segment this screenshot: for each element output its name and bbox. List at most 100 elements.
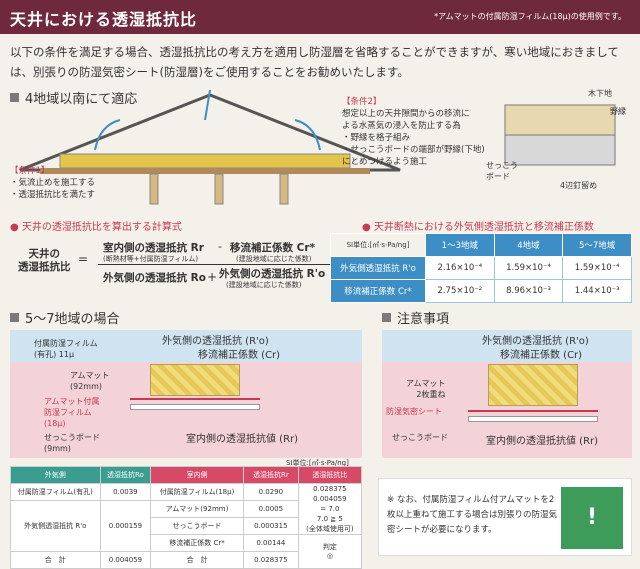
table2-cell: 付属防湿フィルム(18μ) — [150, 483, 244, 501]
board-layer — [130, 404, 260, 410]
notice-text: ※ なお、付属防湿フィルム付アムマットを2枚以上重ねて施工する場合は別張りの防湿… — [387, 495, 558, 535]
condition-2-title: 【条件2】 — [342, 97, 382, 107]
label-ro: 外気側の透湿抵抗 (R'o) — [162, 336, 269, 347]
label-cr-2: 移流補正係数 (Cr) — [500, 350, 583, 361]
header-note: *アムマットの付属防湿フィルム(18μ)の使用例です。 — [434, 12, 626, 21]
label-board: せっこう ボード — [486, 161, 518, 181]
outside-zone — [10, 330, 362, 362]
coefficient-table: SI単位:[㎡·s·Pa/ng] 1〜3地域 4地域 5〜7地域 外気側透湿抵抗… — [330, 233, 632, 303]
table2-cell: アムマット(92mm) — [150, 500, 244, 518]
table2-header: 透湿抵抗比 — [297, 466, 363, 484]
section-title-1: 4地域以南にて適応 — [10, 88, 137, 107]
formula-num-corr-sub: (建設地域に応じた係数) — [236, 255, 312, 263]
formula-num-sub: (断熱材等+付属防湿フィルム) — [103, 255, 199, 263]
formula-num-main: 室内側の透湿抵抗 Rr — [103, 242, 204, 254]
square-icon — [10, 93, 19, 102]
label-rr: 室内側の透湿抵抗値 (Rr) — [186, 434, 299, 445]
exclamation-icon: ! — [561, 487, 623, 549]
table1-cell: 8.96×10⁻³ — [493, 279, 564, 303]
table1-row-label: 外気側透湿抵抗 R'o — [330, 256, 426, 280]
condition-1-title: 【条件1】 — [10, 166, 50, 176]
table1-heading: ● 天井断熱における外気側透湿抵抗と移流補正係数 — [362, 222, 594, 233]
table2-cell: 外気側透湿抵抗 R'o — [10, 500, 101, 552]
ratio-calc: 0.028375 0.004059 = 7.0 7.0 ≧ 5 (全体域使用可) — [297, 483, 363, 535]
insulation-double — [488, 364, 578, 406]
calc-table: 外気側 透湿抵抗Ro 室内側 透湿抵抗Rr 透湿抵抗比 付属防湿フィルム(有孔)… — [10, 466, 363, 569]
table2-unit: SI単位:[㎡·s·Pa/ng] — [286, 459, 349, 467]
formula-num-corr: 移流補正係数 Cr* — [230, 242, 316, 254]
label-ammat-2: アムマット 2枚重ね — [406, 379, 446, 399]
square-icon — [10, 313, 19, 322]
table1-col: 1〜3地域 — [425, 233, 495, 257]
judge-badge: 判定 ◎ — [297, 534, 363, 569]
table1-col: 5〜7地域 — [562, 233, 632, 257]
condition-2-item: ・野縁を格子組み — [342, 133, 411, 143]
label-board-2: せっこうボード (9mm) — [44, 433, 100, 453]
table2-cell: 0.028375 — [242, 551, 299, 569]
table2-cell: せっこうボード — [150, 517, 244, 535]
calc-den: 0.004059 — [313, 495, 347, 503]
calc-note: (全体域使用可) — [306, 525, 354, 533]
label-shita: 木下地 — [588, 89, 612, 98]
table2-cell: 付属防湿フィルム(有孔) — [10, 483, 101, 501]
table-row: 外気側透湿抵抗 R'o 0.000159 アムマット(92mm) 0.0005 — [10, 500, 362, 552]
calc-eq: = 7.0 — [320, 505, 340, 513]
table2-cell: 0.004059 — [99, 551, 152, 569]
label-ro-2: 外気側の透湿抵抗 (R'o) — [482, 336, 589, 347]
label-sheet: 防湿気密シート — [386, 407, 442, 416]
film-line — [130, 398, 260, 400]
label-tome: 4辺釘留め — [560, 181, 598, 190]
table2-header: 室内側 — [150, 466, 244, 484]
calc-num: 0.028375 — [313, 485, 347, 493]
square-icon — [382, 313, 391, 322]
table2-cell: 合 計 — [10, 551, 101, 569]
condition-2: 【条件2】 想定以上の天井隙間からの移流に よる水蒸気の浸入を防止する為 ・野縁… — [342, 96, 485, 168]
table2-cell: 0.0039 — [99, 483, 152, 501]
outside-zone-2 — [382, 330, 632, 362]
notice-box: ※ なお、付属防湿フィルム付アムマットを2枚以上重ねて施工する場合は別張りの防湿… — [378, 478, 632, 556]
roof-illustration — [19, 90, 616, 205]
table1-cell: 1.59×10⁻⁴ — [562, 256, 632, 280]
formula-divider — [98, 264, 330, 265]
table2-cell: 合 計 — [150, 551, 244, 569]
condition-2-item: よる水蒸気の浸入を防止する為 — [342, 121, 461, 131]
table1-row-label: 移流補正係数 Cr* — [330, 279, 426, 303]
table-row: 付属防湿フィルム(有孔) 0.0039 付属防湿フィルム(18μ) 0.0290… — [10, 483, 363, 535]
table1-cell: 1.59×10⁻⁴ — [493, 256, 564, 280]
page-title: 天井における透湿抵抗比 — [10, 10, 198, 29]
table1-cell: 2.75×10⁻² — [425, 279, 495, 303]
intro-text: 以下の条件を満足する場合、透湿抵抗比の考え方を適用し防湿層を省略することができま… — [10, 45, 619, 79]
insulation — [150, 364, 240, 396]
formula-left: 天井の 透湿抵抗比 — [18, 248, 71, 273]
label-board-3: せっこうボード — [392, 433, 448, 442]
table2-cell: 0.00144 — [242, 534, 299, 552]
table2-header: 透湿抵抗Ro — [99, 466, 152, 484]
table2-cell: 移流補正係数 Cr* — [150, 534, 244, 552]
table1-col: 4地域 — [493, 233, 564, 257]
table2-cell: 0.0290 — [242, 483, 299, 501]
label-ammat: アムマット (92mm) — [70, 371, 110, 391]
condition-1-item: ・気流止めを施工する — [10, 178, 96, 188]
table-row: 外気側透湿抵抗 R'o 2.16×10⁻⁴ 1.59×10⁻⁴ 1.59×10⁻… — [330, 256, 632, 280]
calc-ge: 7.0 ≧ 5 — [316, 515, 343, 523]
table2-cell: 0.000315 — [242, 517, 299, 535]
section-title-2: 5〜7地域の場合 — [10, 308, 120, 327]
condition-2-item: にとめつけるよう施工 — [342, 157, 428, 167]
label-cr: 移流補正係数 (Cr) — [198, 350, 281, 361]
table2-header: 透湿抵抗Rr — [242, 466, 299, 484]
condition-1: 【条件1】 ・気流止めを施工する ・透湿抵抗比を満たす — [10, 165, 95, 201]
table2-header: 外気側 — [10, 466, 101, 484]
table2-cell: 0.000159 — [99, 500, 152, 552]
table-row: 移流補正係数 Cr* 2.75×10⁻² 8.96×10⁻³ 1.44×10⁻³ — [330, 279, 632, 303]
table1-unit: SI単位:[㎡·s·Pa/ng] — [330, 233, 426, 257]
formula-minus: - — [218, 240, 222, 253]
formula-heading: ● 天井の透湿抵抗比を算出する計算式 — [10, 222, 182, 233]
table-row: せっこうボード 0.000315 — [11, 517, 362, 535]
section-title-3: 注意事項 — [382, 308, 449, 327]
label-rr-2: 室内側の透湿抵抗値 (Rr) — [486, 436, 599, 447]
formula-plus: + — [207, 270, 218, 284]
table1-cell: 1.44×10⁻³ — [562, 279, 632, 303]
formula-eq: = — [78, 252, 89, 266]
label-film: 付属防湿フィルム (有孔) 11μ — [34, 339, 98, 359]
table1-cell: 2.16×10⁻⁴ — [425, 256, 495, 280]
